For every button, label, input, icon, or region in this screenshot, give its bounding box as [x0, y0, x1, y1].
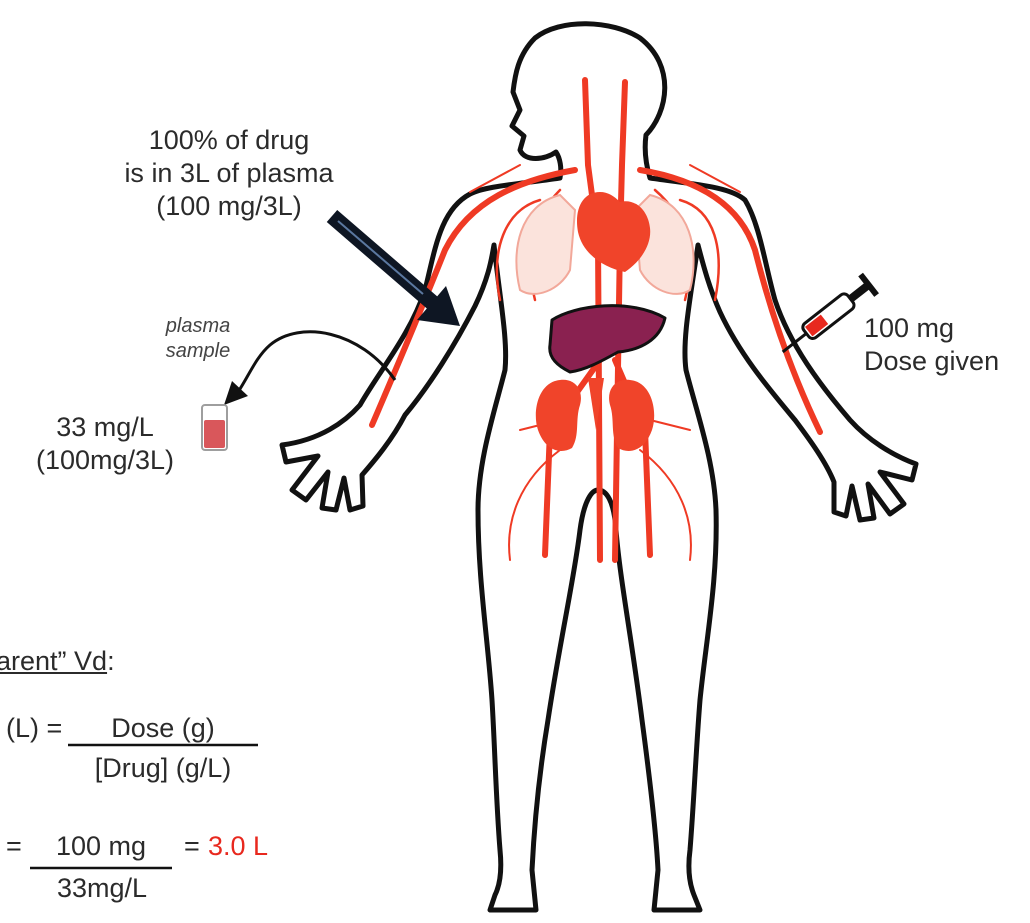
- drug-line-2: is in 3L of plasma: [94, 157, 364, 190]
- conc-line-1: 33 mg/L: [10, 411, 200, 444]
- dose-line-1: 100 mg: [864, 312, 999, 345]
- formula-lhs: (L) =: [6, 712, 62, 745]
- concentration-label: 33 mg/L (100mg/3L): [10, 411, 200, 477]
- formula-denominator: [Drug] (g/L): [60, 752, 266, 785]
- sample-line-2: sample: [148, 339, 248, 364]
- dose-line-2: Dose given: [864, 345, 999, 378]
- formula-eq2-prefix: =: [6, 830, 22, 863]
- drug-line-3: (100 mg/3L): [94, 190, 364, 223]
- formula-heading-text: arent” Vd: [0, 646, 107, 676]
- conc-line-2: (100mg/3L): [10, 444, 200, 477]
- formula-heading-colon: :: [107, 646, 115, 676]
- formula-eq2-equals: =: [184, 830, 200, 863]
- formula-numerator: Dose (g): [68, 712, 258, 745]
- formula-eq2-denominator: 33mg/L: [22, 872, 182, 905]
- formula-eq2-result: 3.0 L: [208, 830, 268, 863]
- plasma-tube-icon: [202, 405, 227, 450]
- drug-line-1: 100% of drug: [94, 124, 364, 157]
- formula-heading: arent” Vd:: [0, 645, 115, 678]
- sample-line-1: plasma: [148, 314, 248, 339]
- sample-label: plasma sample: [148, 314, 248, 364]
- drug-annotation: 100% of drug is in 3L of plasma (100 mg/…: [94, 124, 364, 223]
- formula-eq2-numerator: 100 mg: [30, 830, 172, 863]
- dose-label: 100 mg Dose given: [864, 312, 999, 378]
